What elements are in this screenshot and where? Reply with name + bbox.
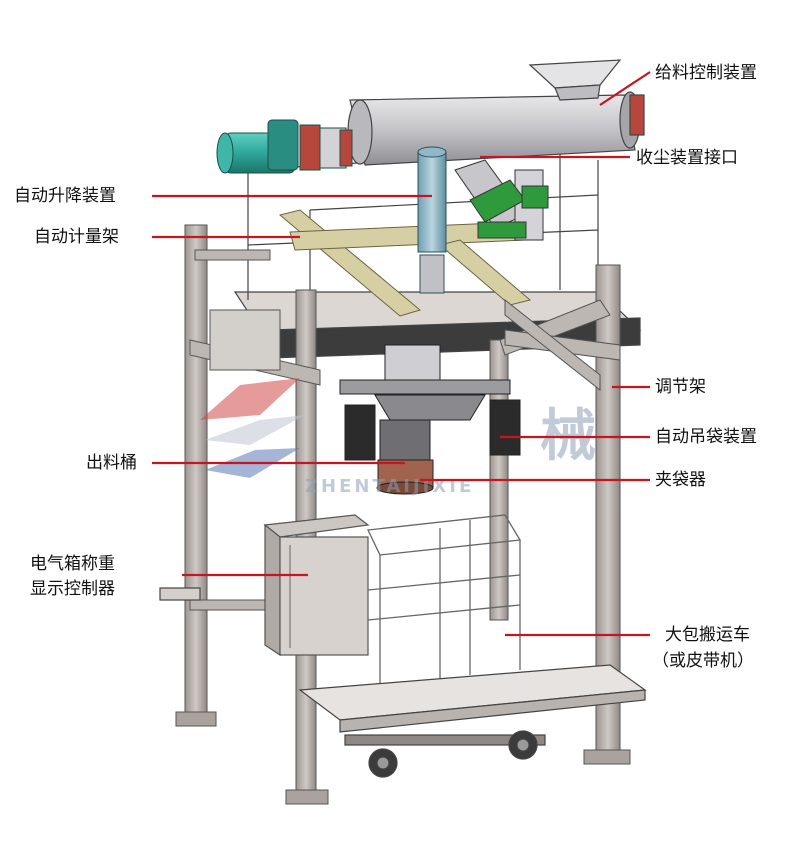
label-discharge-bucket: 出料桶 [86, 453, 137, 473]
metering-beams [278, 209, 532, 317]
transport-cart [159, 587, 647, 778]
bag-cage [367, 514, 522, 690]
label-electric-box-2: 显示控制器 [30, 579, 115, 599]
leader-lines [152, 71, 651, 637]
weighing-unit [339, 344, 521, 495]
label-dust-port: 收尘装置接口 [636, 148, 738, 168]
side-panel [209, 309, 281, 371]
label-feed-control: 给料控制装置 [655, 63, 757, 83]
label-electric-box-1: 电气箱称重 [30, 554, 115, 574]
label-big-bag-cart-2: （或皮带机） [652, 651, 754, 671]
label-bag-clamp: 夹袋器 [655, 470, 706, 490]
electric-cabinet [263, 514, 370, 657]
label-auto-lift: 自动升降装置 [14, 186, 116, 206]
label-adjust-frame: 调节架 [655, 377, 706, 397]
lift-cylinder [417, 146, 447, 294]
dust-duct [454, 159, 549, 241]
label-auto-meter-frame: 自动计量架 [34, 227, 119, 247]
label-big-bag-cart-1: 大包搬运车 [665, 625, 750, 645]
feeder-motor [216, 119, 353, 174]
watermark-latin: ZHENTAIJIXIE [305, 476, 474, 497]
label-auto-hang-bag: 自动吊袋装置 [655, 427, 757, 447]
leader-feed-control [599, 71, 651, 106]
screw-feeder [347, 59, 645, 166]
